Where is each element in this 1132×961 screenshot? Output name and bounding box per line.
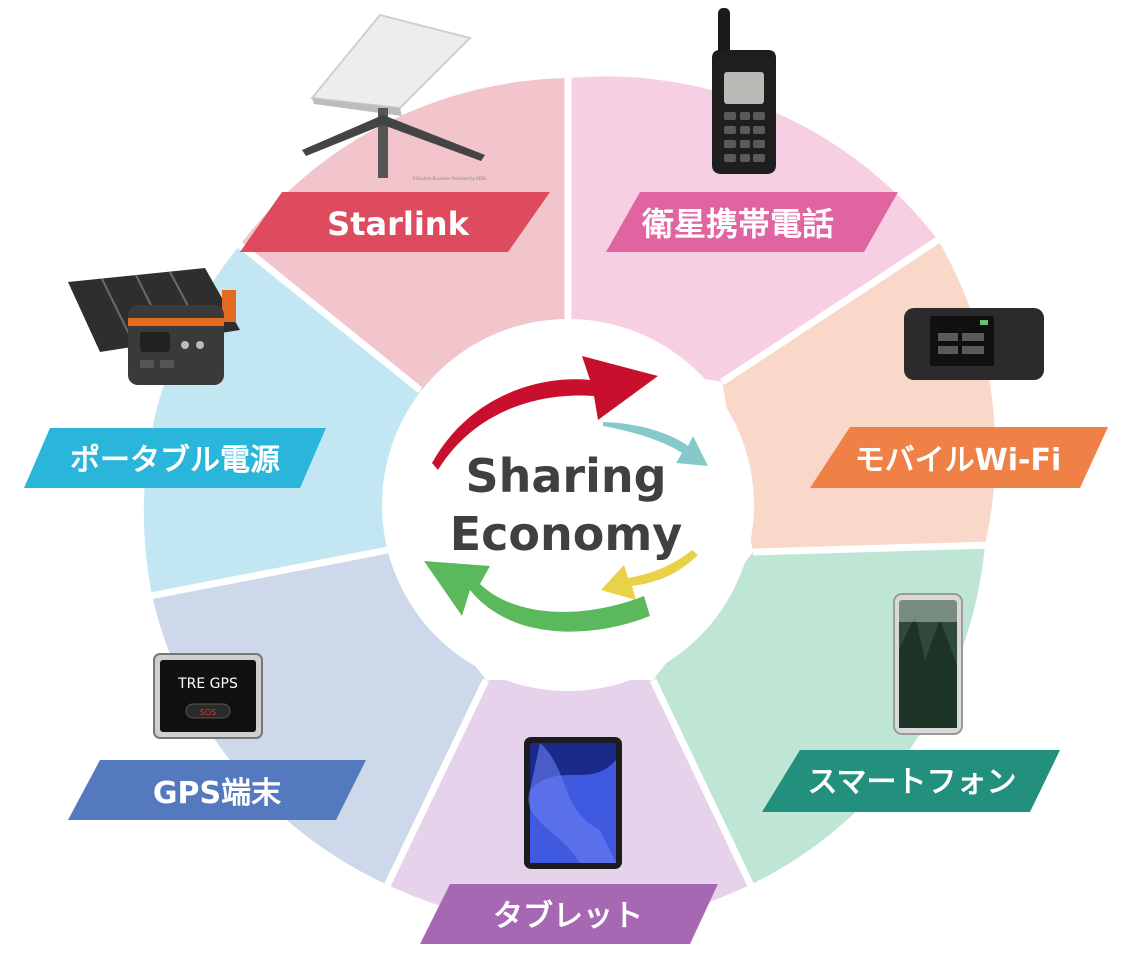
label-banner-smartphone <box>762 750 1060 812</box>
label-wifi: モバイルWi-Fi <box>810 427 1108 488</box>
label-text-power: ポータブル電源 <box>70 443 280 478</box>
center-title-line1: Sharing <box>465 449 666 503</box>
mobile-wifi-router-icon <box>904 308 1044 380</box>
cycle-arrows <box>424 356 708 632</box>
segment-dividers <box>144 70 993 894</box>
label-text-tablet: タブレット <box>493 899 643 934</box>
label-banner-tablet <box>420 884 718 944</box>
label-starlink: Starlink <box>240 192 550 252</box>
label-smartphone: スマートフォン <box>762 750 1060 812</box>
label-banner-gps <box>68 760 366 820</box>
portable-power-station-icon <box>68 268 240 385</box>
label-text-smartphone: スマートフォン <box>807 765 1016 800</box>
label-banner-satphone <box>606 192 898 252</box>
gps-sos-text: SOS <box>200 708 216 717</box>
label-satphone: 衛星携帯電話 <box>606 192 898 252</box>
gps-screen-text: TRE GPS <box>177 676 238 692</box>
center-circle <box>382 319 754 691</box>
smartphone-icon <box>893 593 963 735</box>
label-tablet: タブレット <box>420 884 718 944</box>
label-gps: GPS端末 <box>68 760 366 820</box>
segment-gps <box>152 550 486 885</box>
green-arrow <box>424 561 650 632</box>
label-text-starlink: Starlink <box>327 205 469 243</box>
tablet-icon <box>524 737 622 869</box>
label-banner-starlink <box>240 192 550 252</box>
svg-text:©Starlink Business Provided by: ©Starlink Business Provided by KDDI <box>412 176 486 181</box>
label-text-wifi: モバイルWi-Fi <box>855 443 1062 478</box>
label-text-satphone: 衛星携帯電話 <box>641 205 834 243</box>
label-banner-wifi <box>810 427 1108 488</box>
label-banner-power <box>24 428 326 488</box>
satellite-phone-icon <box>712 8 776 174</box>
label-text-gps: GPS端末 <box>153 776 281 811</box>
red-arrow <box>432 356 658 470</box>
yellow-arrow <box>601 550 698 600</box>
gps-device-icon: TRE GPS SOS <box>153 653 263 739</box>
teal-arrow <box>603 422 708 466</box>
label-power: ポータブル電源 <box>24 428 326 488</box>
center-title-line2: Economy <box>450 507 683 561</box>
starlink-dish-icon: ©Starlink Business Provided by KDDI <box>302 13 486 181</box>
